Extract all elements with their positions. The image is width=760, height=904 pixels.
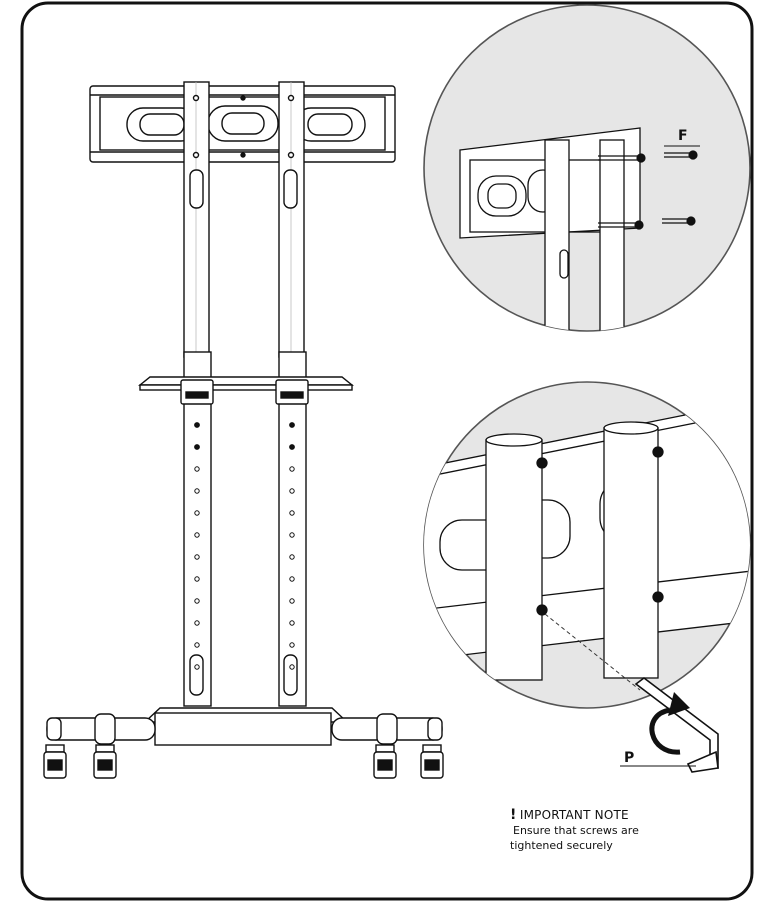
- adjustment-hole: [289, 422, 295, 428]
- stand-base: [46, 707, 443, 746]
- detail-view-tightening: [423, 381, 751, 773]
- mounting-bracket: [89, 85, 396, 163]
- adjustment-hole: [194, 488, 200, 494]
- adjustment-hole: [194, 642, 200, 648]
- adjustment-hole: [194, 444, 200, 450]
- adjustment-hole: [194, 554, 200, 560]
- bolt-f-lower: [598, 216, 696, 230]
- adjustment-hole: [289, 554, 295, 560]
- adjustment-hole: [194, 466, 200, 472]
- adjustment-hole: [289, 466, 295, 472]
- adjustment-hole: [194, 620, 200, 626]
- adjustment-hole: [289, 620, 295, 626]
- equipment-shelf: [138, 376, 354, 405]
- adjustment-hole: [194, 510, 200, 516]
- adjustment-hole: [289, 444, 295, 450]
- adjustment-hole: [289, 510, 295, 516]
- adjustment-hole: [194, 532, 200, 538]
- note-line-1: Ensure that screws are: [513, 824, 639, 837]
- adjustment-hole: [194, 422, 200, 428]
- adjustment-hole: [194, 576, 200, 582]
- adjustment-hole: [289, 598, 295, 604]
- adjustment-hole: [194, 598, 200, 604]
- caster-wheel: [373, 744, 397, 779]
- important-note: ! IMPORTANT NOTE Ensure that screws are …: [510, 808, 710, 853]
- rotation-arrow-icon: [649, 707, 681, 755]
- adjustment-hole: [289, 664, 295, 670]
- label-p: P: [624, 750, 634, 766]
- detail-view-screw-insertion: [423, 4, 751, 332]
- adjustment-hole: [289, 532, 295, 538]
- caster-wheel: [420, 744, 444, 779]
- warning-icon: !: [510, 807, 517, 823]
- label-f: F: [678, 128, 688, 144]
- adjustment-hole: [289, 576, 295, 582]
- caster-wheel: [93, 744, 117, 779]
- adjustment-hole: [194, 664, 200, 670]
- note-title: IMPORTANT NOTE: [519, 808, 629, 822]
- adjustment-hole: [289, 488, 295, 494]
- adjustment-holes: [194, 422, 295, 670]
- bolt-f-upper: [598, 150, 698, 163]
- allen-key-p: [634, 676, 719, 773]
- caster-wheel: [43, 744, 67, 779]
- note-line-2: tightened securely: [510, 839, 613, 852]
- adjustment-hole: [289, 642, 295, 648]
